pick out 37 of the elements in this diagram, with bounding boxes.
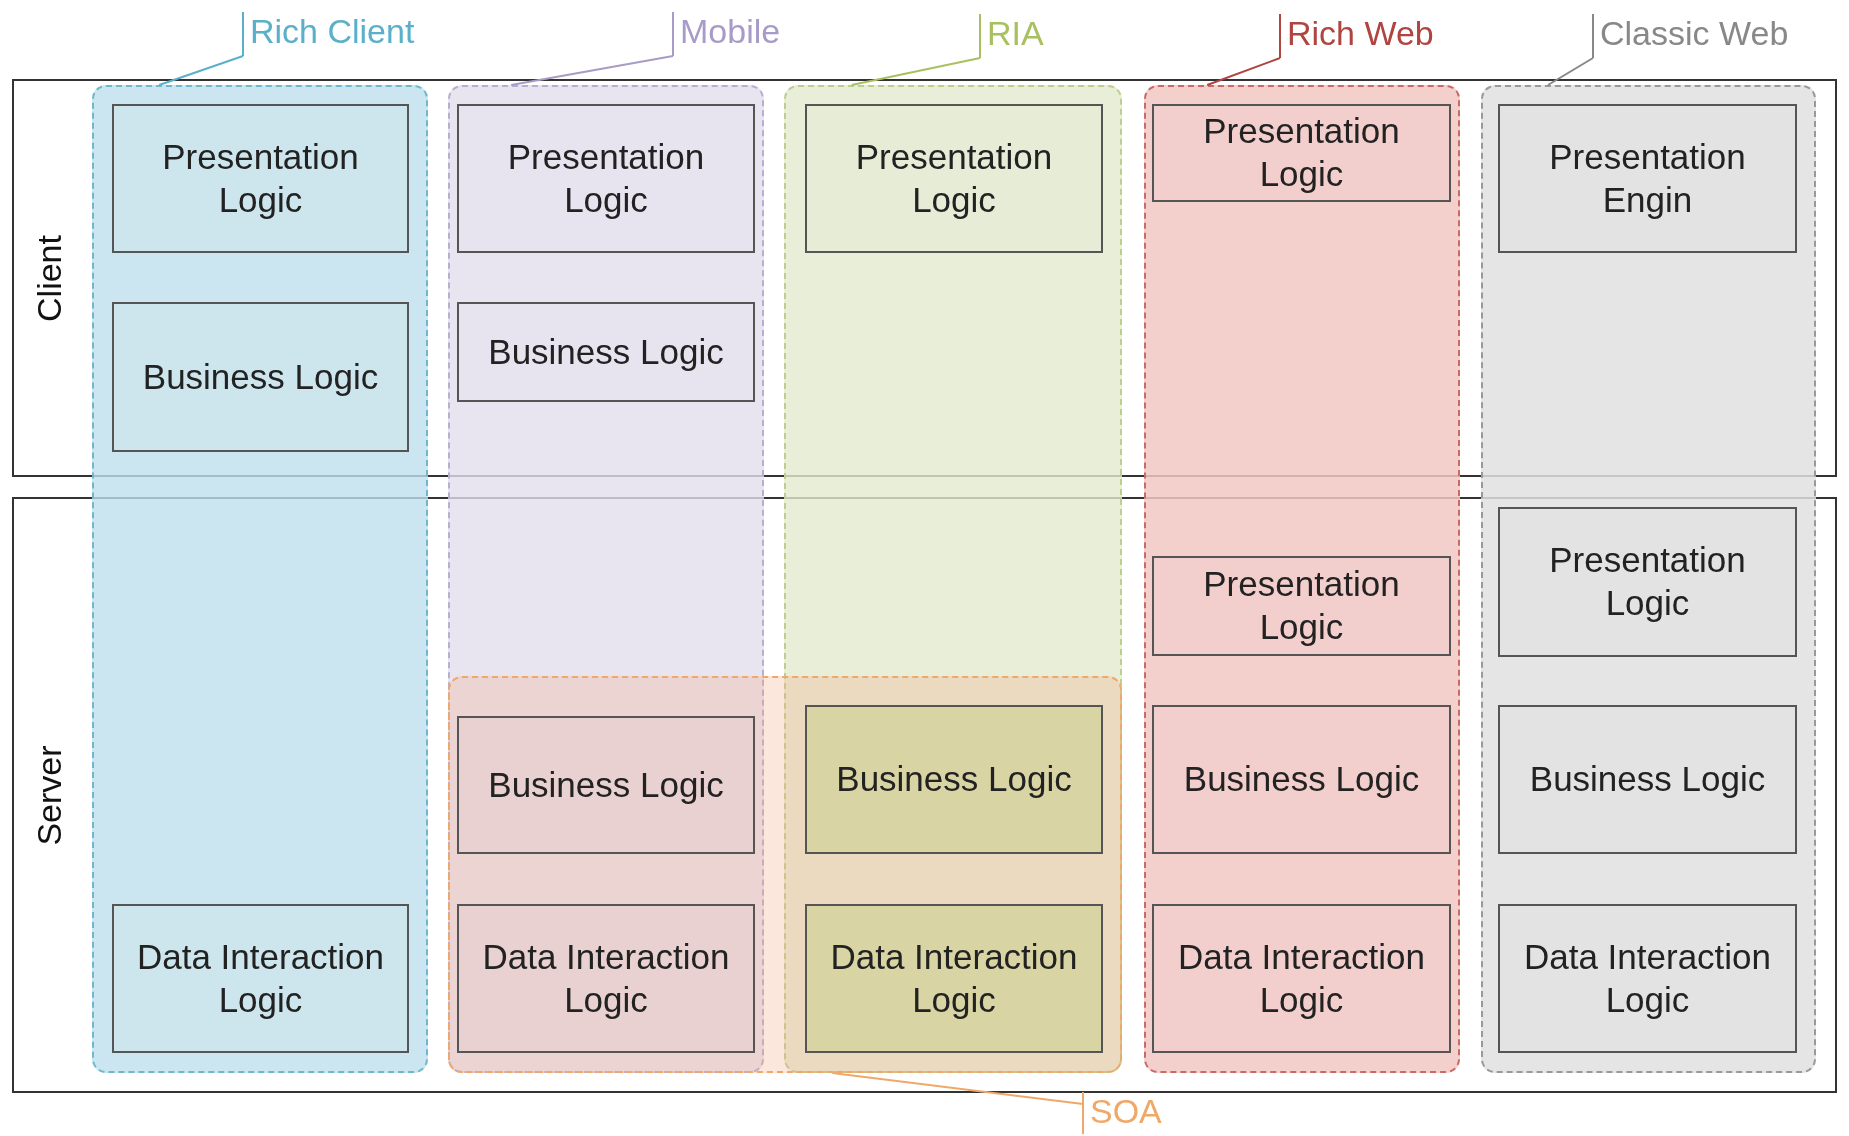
leader-line — [1547, 13, 1594, 86]
box-label: Data Interaction Logic — [829, 935, 1079, 1021]
logic-box — [457, 904, 755, 1053]
box-label: Business Logic — [1529, 758, 1766, 801]
leader-line — [850, 13, 981, 86]
column-heading: SOA — [1082, 1090, 1202, 1134]
box-label: Data Interaction Logic — [1176, 935, 1427, 1021]
box-label: Presentation Logic — [1548, 539, 1747, 624]
column-heading: Classic Web — [1592, 12, 1832, 58]
leader-line — [1206, 13, 1281, 86]
box-label: Presentation Logic — [1202, 110, 1401, 195]
box-label: Presentation Logic — [854, 135, 1054, 221]
box-label: Presentation Logic — [506, 135, 706, 221]
box-label: Business Logic — [488, 763, 724, 806]
box-label: Business Logic — [836, 758, 1072, 801]
box-label: Data Interaction Logic — [135, 935, 386, 1021]
box-label: Presentation Engin — [1548, 135, 1747, 221]
box-label: Business Logic — [142, 355, 379, 398]
box-label: Data Interaction Logic — [1522, 935, 1773, 1021]
logic-box — [805, 705, 1103, 854]
leader-line — [831, 1072, 1084, 1135]
tier-label: Server — [29, 744, 69, 846]
leader-line — [158, 11, 244, 86]
tier-label: Client — [29, 234, 69, 322]
column-heading: Rich Web — [1279, 12, 1479, 58]
box-label: Presentation Logic — [1202, 563, 1401, 648]
box-label: Presentation Logic — [161, 135, 360, 221]
dashed-region — [448, 676, 1122, 1073]
column-heading: Rich Client — [242, 10, 462, 56]
logic-box — [457, 716, 755, 854]
column-heading: RIA — [979, 12, 1079, 58]
column-heading: Mobile — [672, 10, 822, 56]
logic-box — [805, 904, 1103, 1053]
leader-line — [510, 11, 674, 86]
box-label: Data Interaction Logic — [481, 935, 731, 1021]
box-label: Business Logic — [1183, 758, 1420, 801]
box-label: Business Logic — [488, 330, 724, 373]
